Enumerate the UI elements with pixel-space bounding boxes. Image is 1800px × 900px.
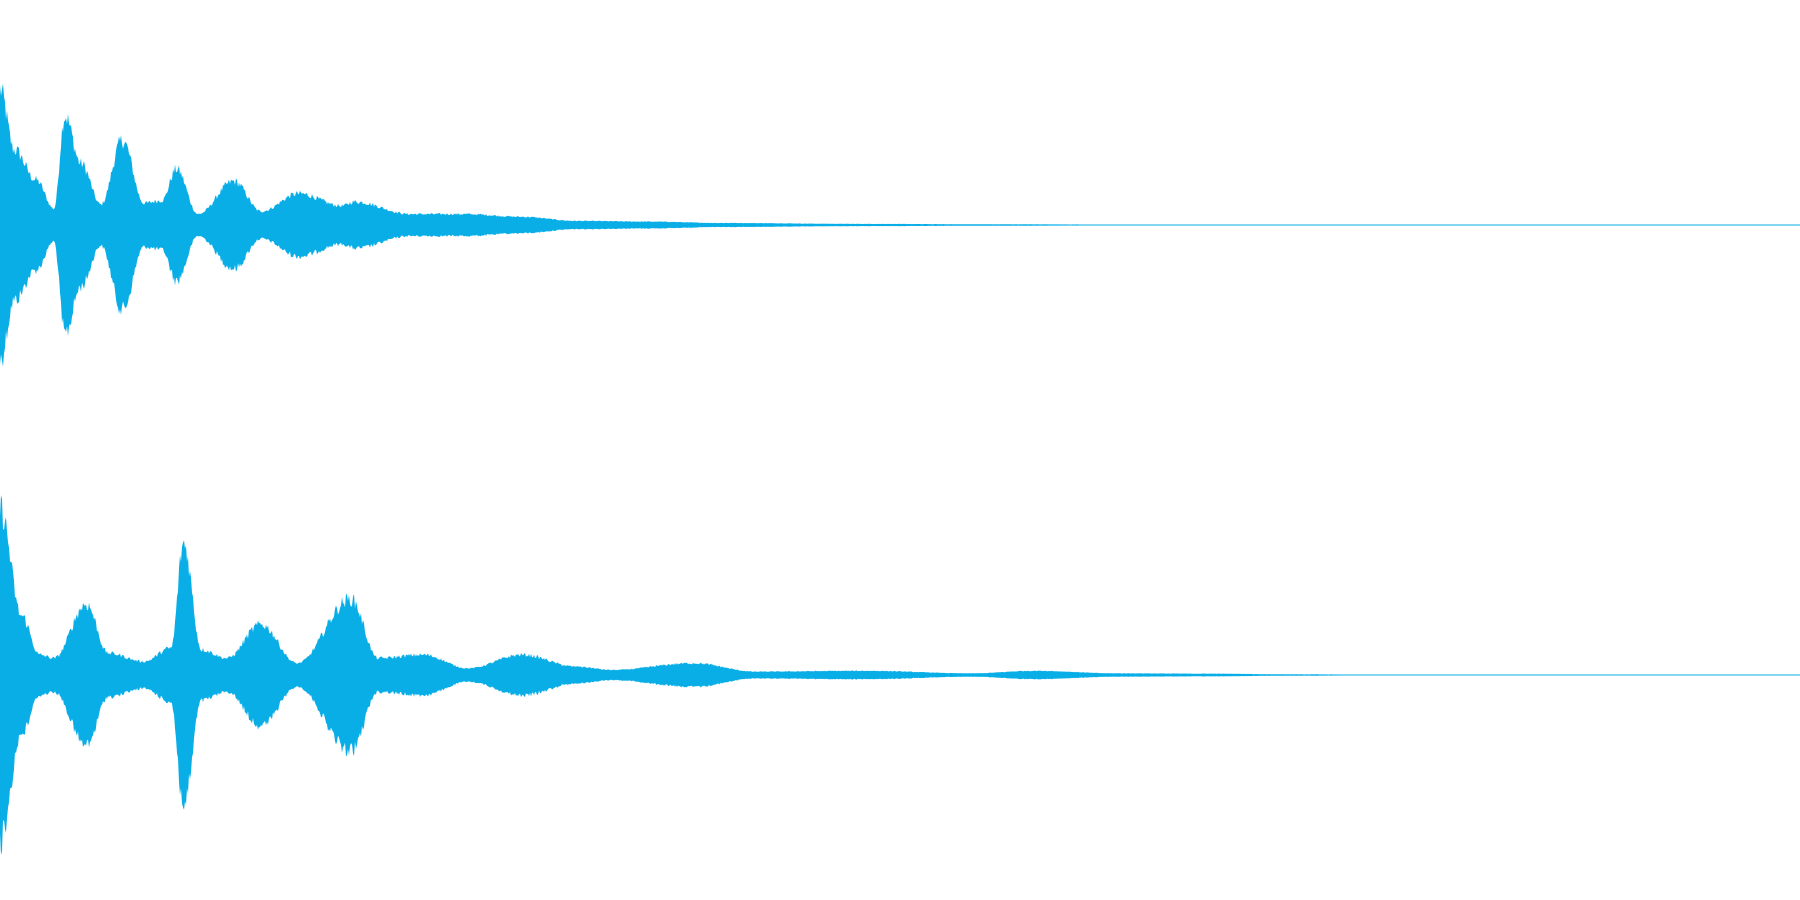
waveform-channel-bottom bbox=[0, 495, 1800, 855]
waveform-channel-top bbox=[0, 83, 1800, 367]
waveform-envelope bbox=[0, 495, 1800, 855]
waveform-envelope bbox=[0, 83, 1800, 367]
